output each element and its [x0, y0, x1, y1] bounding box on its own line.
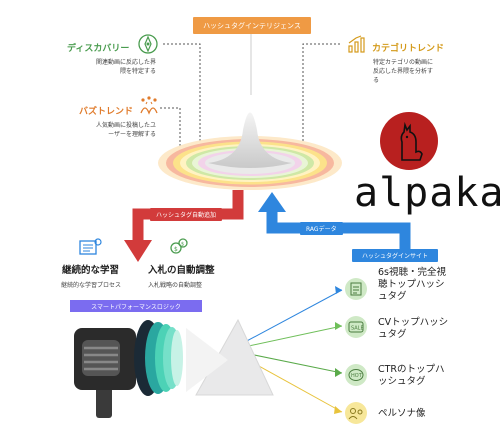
persona-icon	[345, 402, 367, 424]
buzz-connector	[160, 107, 181, 150]
hashtag-intelligence-banner: ハッシュタグインテリジェンス	[193, 17, 311, 34]
output-item-2: CVトップハッシュタグ	[378, 317, 449, 340]
chart-rising-icon	[346, 33, 368, 59]
output-item-3: CTRのトップハッシュタグ	[378, 364, 445, 387]
svg-text:$: $	[181, 242, 184, 248]
svg-text:HOT: HOT	[351, 373, 363, 379]
discovery-title: ディスカバリー	[67, 44, 130, 54]
sale-tag-icon: SALE	[345, 316, 367, 338]
rag-arrowhead	[258, 192, 286, 212]
buzz-title: バズトレンド	[79, 107, 134, 117]
spotlight-graphic	[74, 318, 274, 418]
rag-label: RAGデータ	[300, 222, 343, 235]
alpaka-logo-mark	[380, 112, 438, 174]
alpaka-logo-text: alpaka	[354, 170, 500, 216]
bidding-title: 入札の自動調整	[148, 265, 215, 276]
discovery-desc: 関連動画に反応した界隈を特定する	[95, 59, 156, 75]
category-title: カテゴリトレンド	[372, 44, 445, 54]
learning-title: 継続的な学習	[62, 265, 120, 276]
checklist-icon	[345, 278, 367, 300]
compass-icon	[137, 33, 159, 59]
coins-icon: $ $	[168, 235, 190, 261]
book-icon	[78, 237, 102, 261]
hot-badge-icon: HOT	[345, 364, 367, 386]
svg-text:$: $	[174, 246, 178, 253]
learning-desc: 継続的な学習プロセス	[61, 282, 122, 289]
celebration-icon	[137, 95, 161, 119]
output-item-1: 6s視聴・完全視聴トップハッシュタグ	[378, 267, 446, 302]
auto-add-arrowhead	[124, 240, 152, 262]
discovery-connector	[163, 43, 201, 150]
output-item-4: ペルソナ像	[378, 408, 426, 419]
category-desc: 特定カテゴリの動画に反応した界隈を分析する	[373, 59, 434, 84]
ripple-graphic	[158, 112, 342, 190]
insight-label: ハッシュタグインサイト	[352, 249, 439, 262]
svg-text:SALE: SALE	[351, 326, 364, 332]
buzz-desc: 人気動画に投稿したユーザーを理解する	[95, 122, 156, 138]
smart-logic-label: スマートパフォーマンスロジック	[70, 300, 202, 312]
bidding-desc: 入札戦略の自動調整	[148, 282, 203, 289]
ray-1	[229, 289, 343, 351]
auto-add-label: ハッシュタグ自動追加	[150, 208, 223, 221]
category-connector	[302, 43, 340, 150]
